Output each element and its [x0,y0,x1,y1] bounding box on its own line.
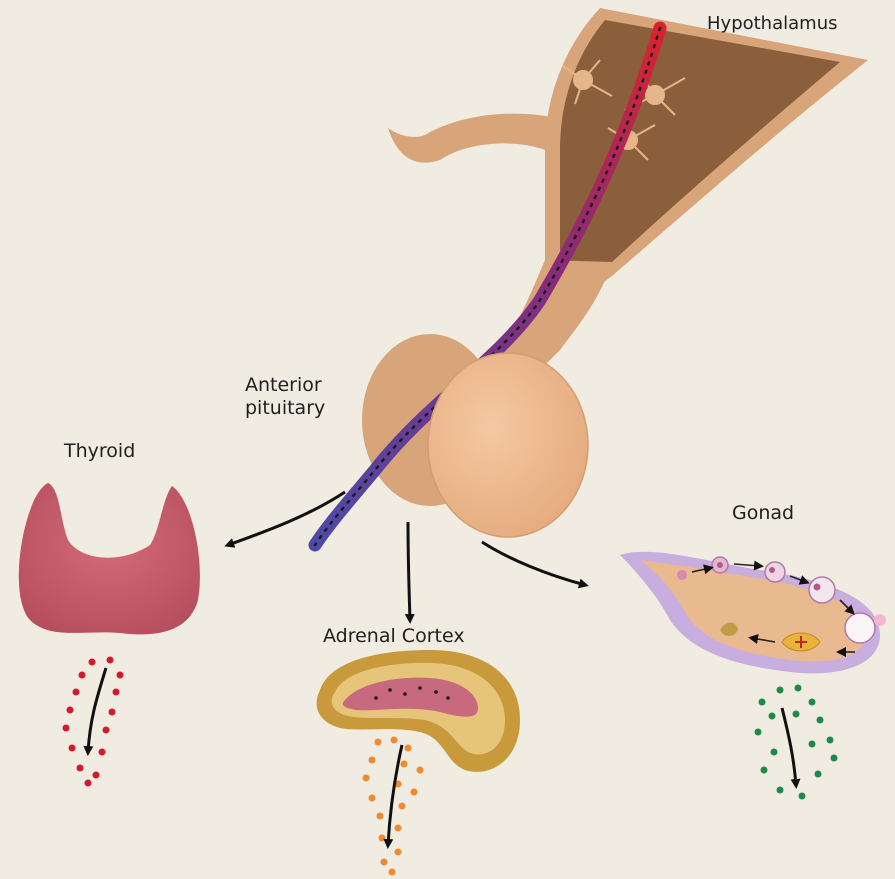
hypothalamus-label: Hypothalamus [707,12,837,35]
adrenal-cortex-gland [317,650,520,772]
thyroid-hormone-release [63,657,124,787]
hypothalamus [388,8,868,300]
gonad-ovary [620,552,886,674]
anterior-pituitary-label: Anterior pituitary [245,374,325,420]
anterior-pituitary-label-line2: pituitary [245,397,325,420]
gonad-label: Gonad [732,502,794,525]
anterior-pituitary-lobe [428,353,588,537]
anterior-pituitary-label-line1: Anterior [245,374,325,397]
thyroid-label: Thyroid [64,440,135,463]
thyroid-gland [19,483,200,634]
adrenal-hormone-release [363,737,424,876]
adrenal-cortex-label: Adrenal Cortex [323,625,465,648]
gonad-hormone-release [755,685,838,800]
